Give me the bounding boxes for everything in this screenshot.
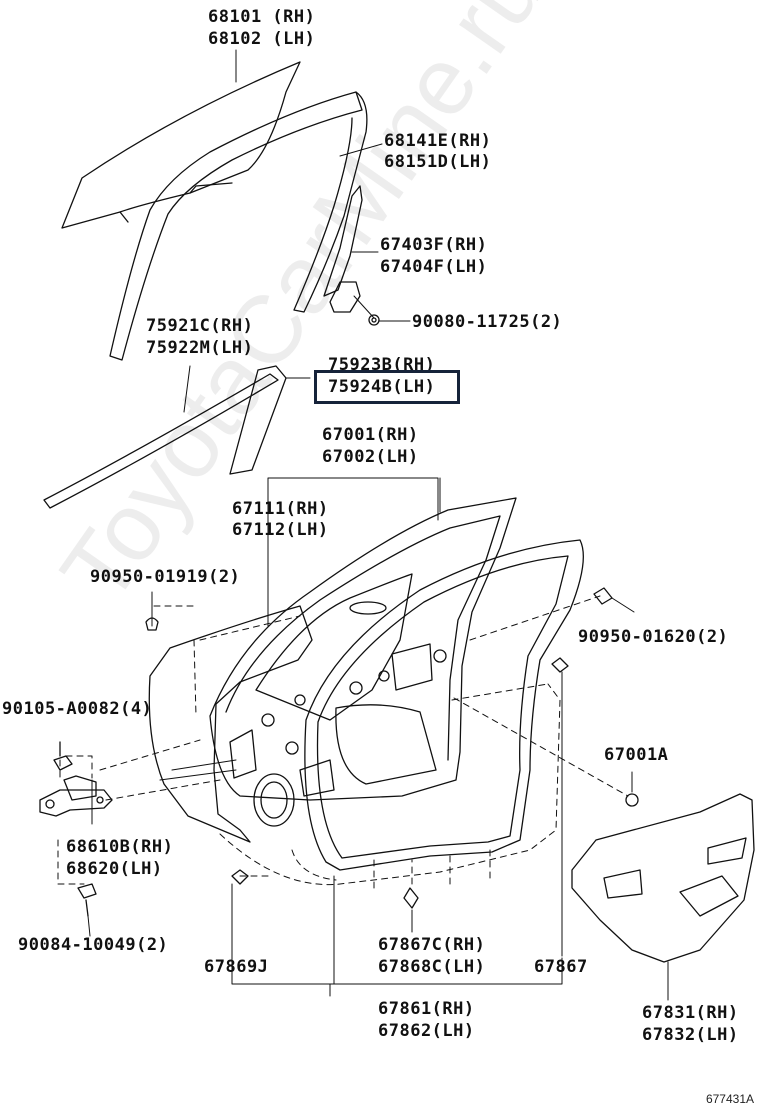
belt-molding-part — [43, 365, 279, 509]
label-75922m: 75922M(LH) — [146, 338, 254, 358]
label-67111: 67111(RH) — [232, 499, 329, 519]
label-67002: 67002(LH) — [322, 447, 419, 467]
label-67861: 67861(RH) — [378, 999, 475, 1019]
clip-01620-part — [593, 587, 635, 613]
label-67869j: 67869J — [204, 957, 269, 977]
label-68102: 68102 (LH) — [208, 29, 316, 49]
label-67112: 67112(LH) — [232, 520, 329, 540]
label-67001: 67001(RH) — [322, 425, 419, 445]
sash-part — [323, 185, 411, 326]
door-glass-part — [61, 57, 301, 229]
label-67862: 67862(LH) — [378, 1021, 475, 1041]
weatherstrip-part — [304, 539, 584, 871]
service-hole-cover-part — [571, 793, 755, 1001]
label-90950-01919: 90950-01919(2) — [90, 567, 241, 587]
label-67831: 67831(RH) — [642, 1003, 739, 1023]
hinge-part — [39, 775, 113, 817]
bolt-11725-marker — [371, 317, 377, 323]
label-75924b: 75924B(LH) — [328, 377, 436, 397]
label-67404f: 67404F(LH) — [380, 257, 488, 277]
bolt-a0082-part — [53, 741, 73, 771]
highlighted-part-box — [314, 370, 460, 404]
diagram-id: 677431A — [705, 1092, 754, 1106]
label-67868c: 67868C(LH) — [378, 957, 486, 977]
garnish-part — [229, 365, 311, 475]
label-68620: 68620(LH) — [66, 859, 163, 879]
label-90105-a0082: 90105-A0082(4) — [2, 699, 153, 719]
plug-67001a-part — [625, 771, 639, 807]
label-67867c: 67867C(RH) — [378, 935, 486, 955]
clip-67867c-part — [403, 887, 419, 909]
leader-lines — [87, 49, 563, 997]
label-90080-11725: 90080-11725(2) — [412, 312, 563, 332]
label-67867: 67867 — [534, 957, 588, 977]
label-67001a: 67001A — [604, 745, 669, 765]
label-75921c: 75921C(RH) — [146, 316, 254, 336]
clip-01919-part — [145, 617, 159, 631]
door-inner-frame-part — [209, 497, 517, 827]
label-67403f: 67403F(RH) — [380, 235, 488, 255]
clip-67869j-part — [231, 869, 249, 885]
bolt-10049-part — [77, 883, 97, 917]
label-68141e: 68141E(RH) — [384, 131, 492, 151]
label-68101: 68101 (RH) — [208, 7, 316, 27]
label-67832: 67832(LH) — [642, 1025, 739, 1045]
glass-run-channel-part — [109, 91, 383, 361]
trim-outline-dashes — [57, 595, 629, 891]
label-68610b: 68610B(RH) — [66, 837, 174, 857]
label-68151d: 68151D(LH) — [384, 152, 492, 172]
clip-67867-part — [551, 657, 569, 957]
label-90950-01620: 90950-01620(2) — [578, 627, 729, 647]
label-90084-10049: 90084-10049(2) — [18, 935, 169, 955]
door-outer-panel-part — [148, 605, 313, 843]
